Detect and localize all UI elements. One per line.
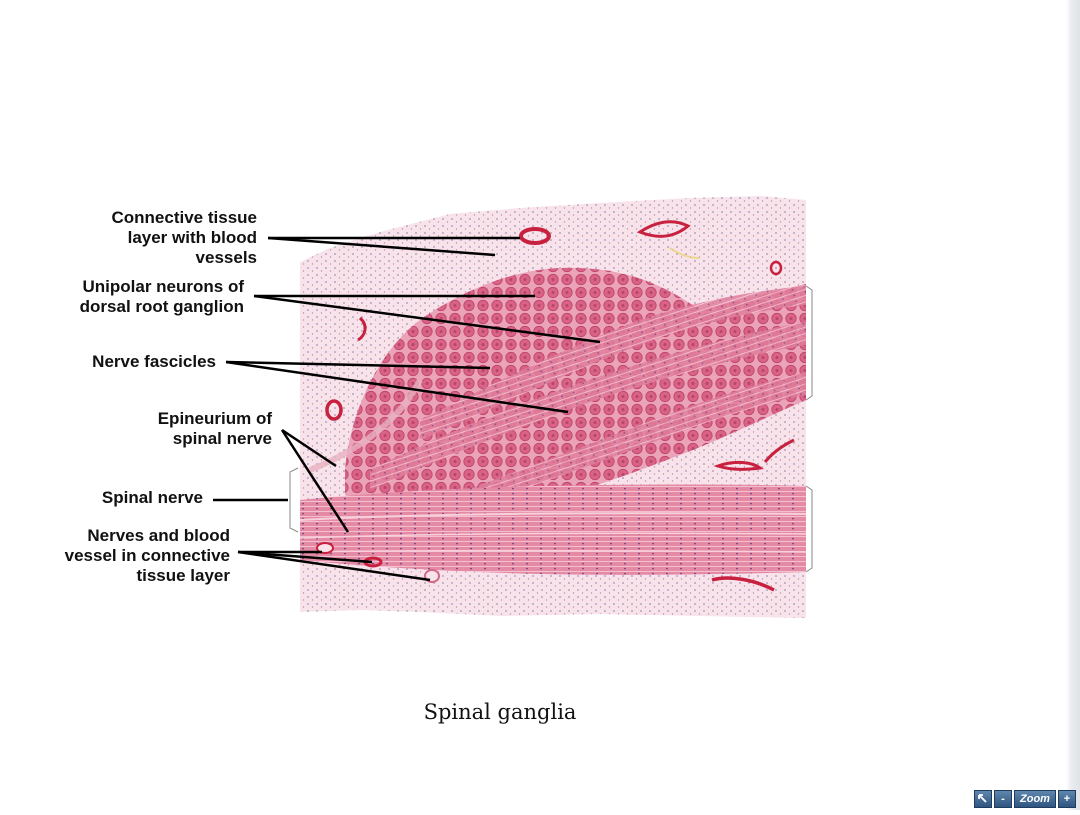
zoom-in-button[interactable]: + <box>1058 790 1076 808</box>
label-epineurium: Epineurium of spinal nerve <box>157 409 272 448</box>
zoom-button[interactable]: Zoom <box>1014 790 1056 808</box>
figure-caption: Spinal ganglia <box>423 700 577 724</box>
label-nerve-fascicles: Nerve fascicles <box>92 352 216 371</box>
zoom-out-button[interactable]: - <box>994 790 1012 808</box>
label-spinal-nerve: Spinal nerve <box>101 488 203 507</box>
zoom-toolbar: - Zoom + <box>974 790 1076 808</box>
page-edge-shadow <box>1066 0 1080 810</box>
label-connective-tissue: Connective tissue layer with blood vesse… <box>111 208 258 267</box>
label-nerves-blood-vessel: Nerves and blood vessel in connective ti… <box>64 526 230 585</box>
pointer-arrow-icon[interactable] <box>974 790 992 808</box>
label-unipolar-neurons: Unipolar neurons of dorsal root ganglion <box>79 277 244 316</box>
